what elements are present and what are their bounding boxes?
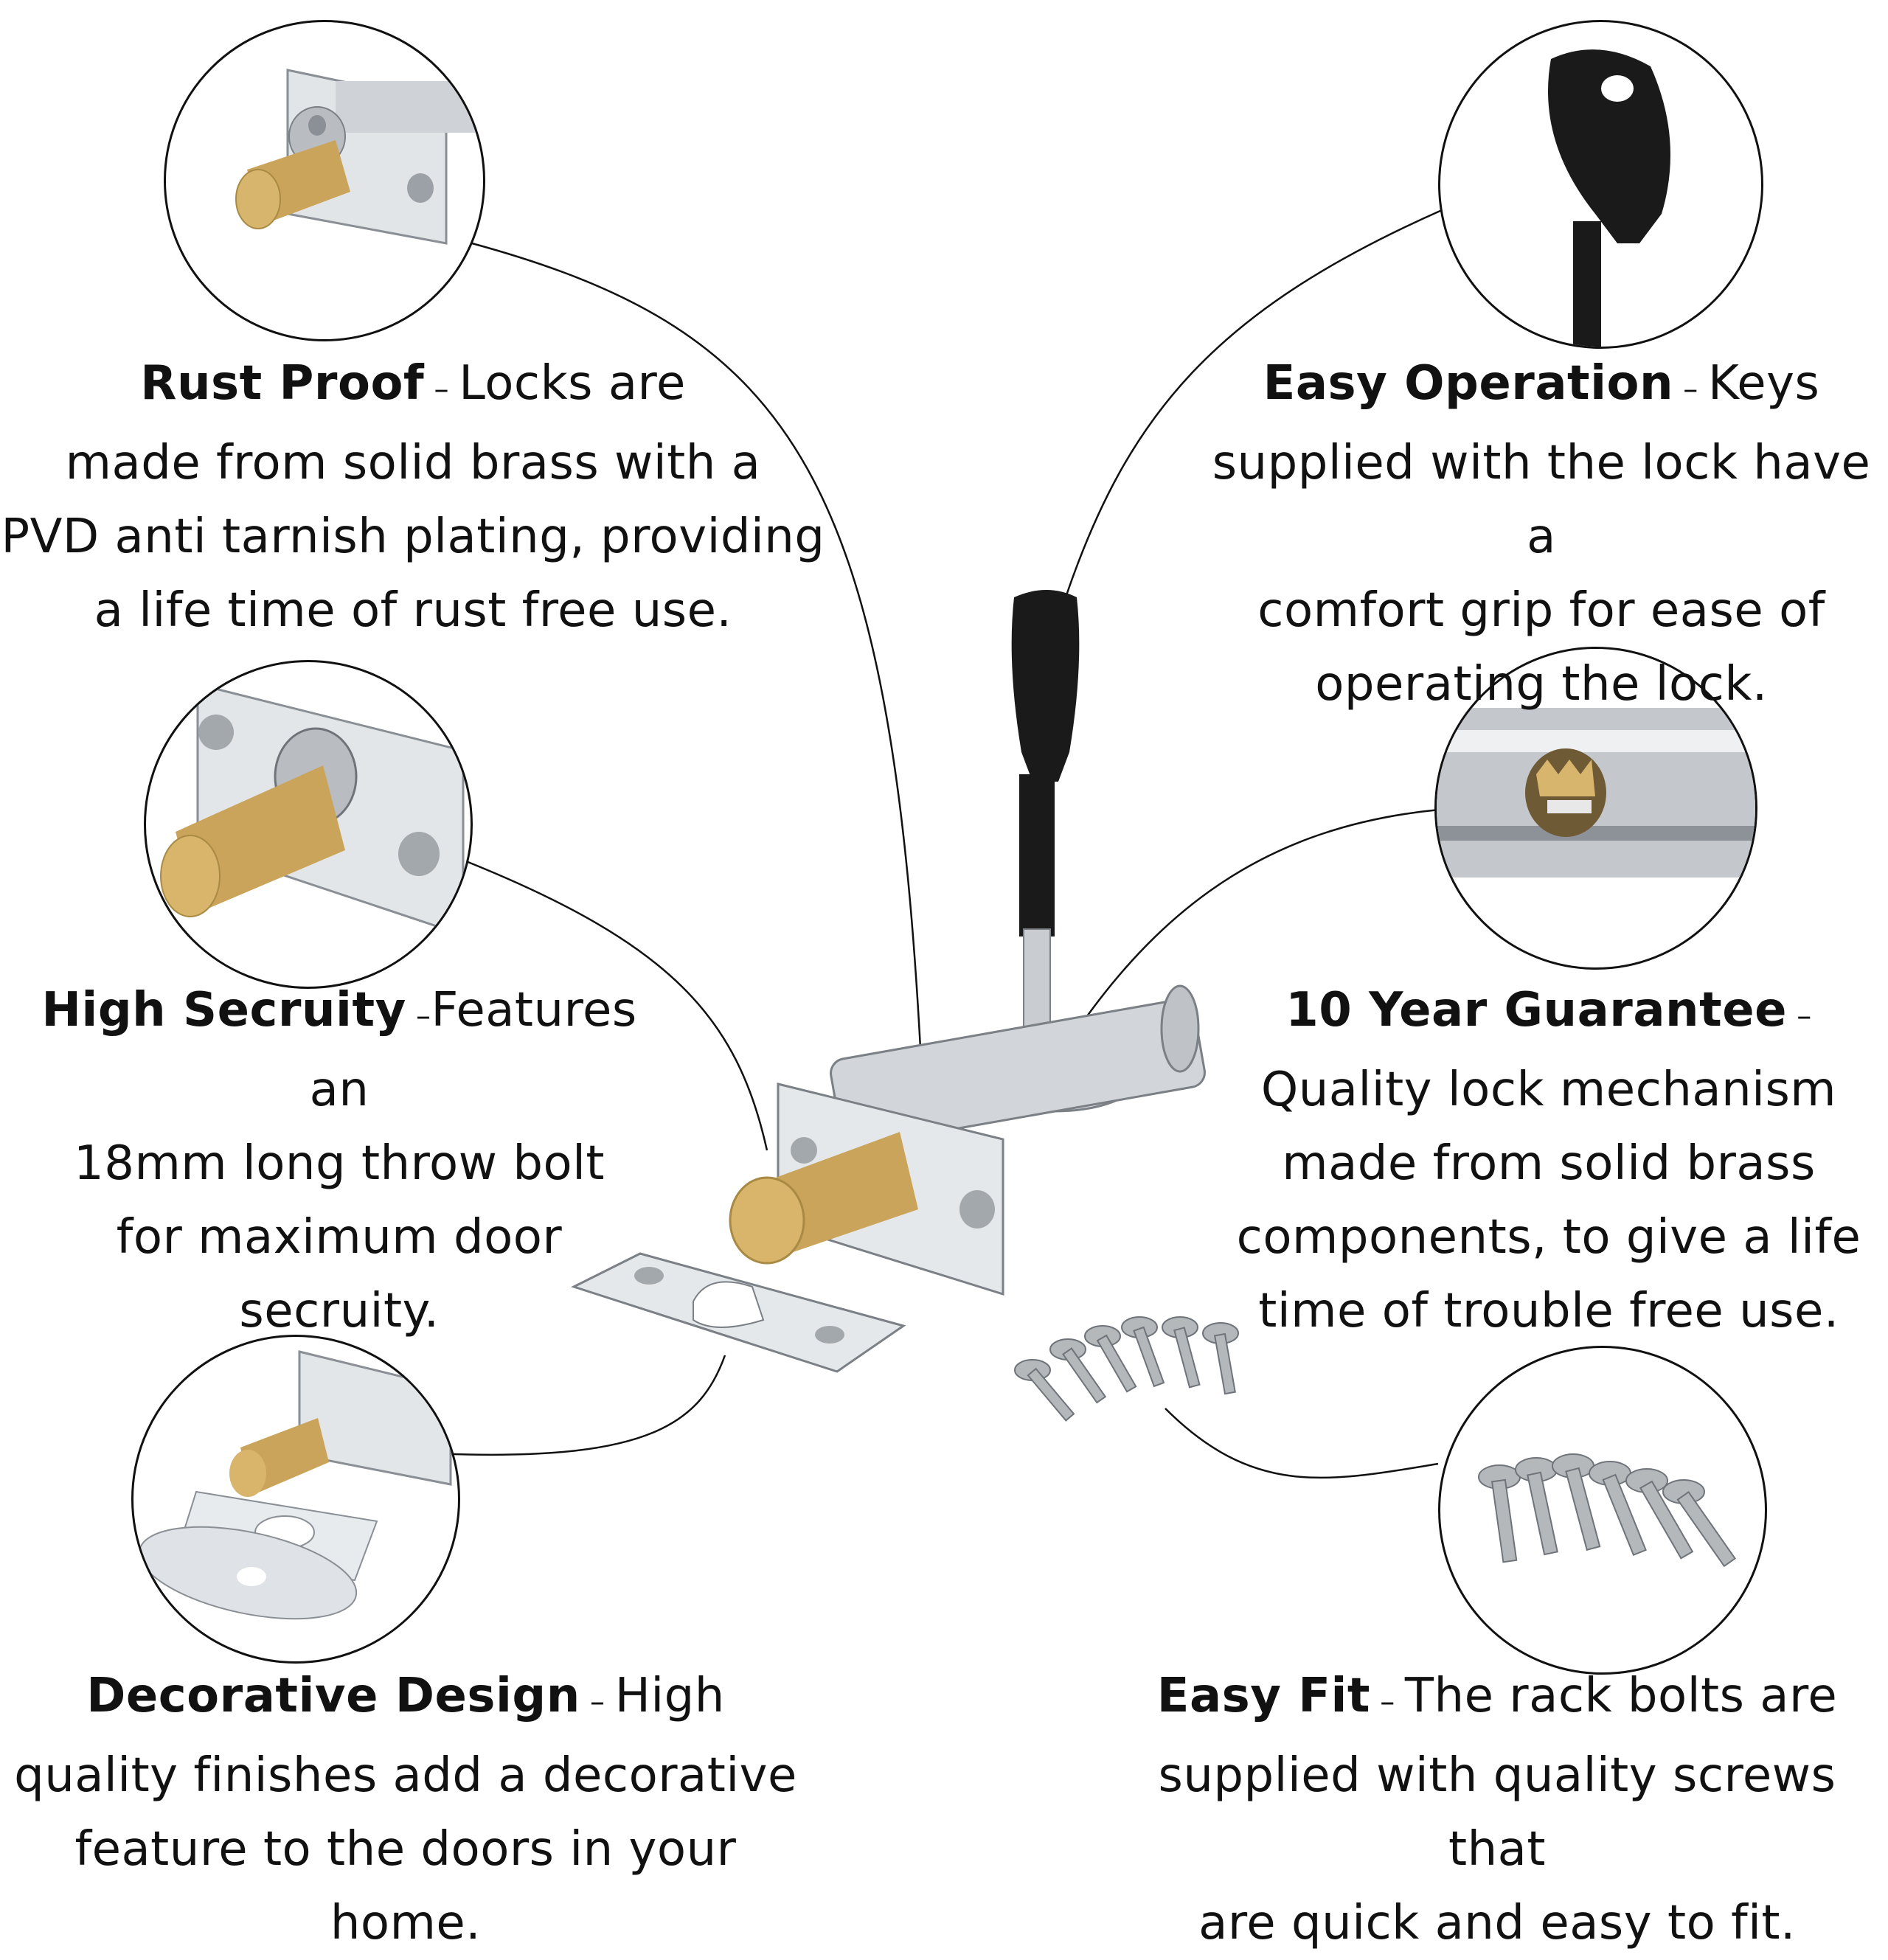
feature-easy-operation: Easy Operation – Keys supplied with the … — [1212, 356, 1871, 712]
feature-rust-proof: Rust Proof – Locks are made from solid b… — [1, 356, 825, 638]
feature-title: 10 Year Guarantee — [1285, 983, 1788, 1038]
rack-bolt-screws — [1014, 1316, 1239, 1422]
zoom-bolt-end — [164, 20, 485, 341]
connector-high-security — [465, 860, 768, 1151]
zoom-throw-bolt — [144, 660, 473, 989]
rack-bolt-key — [1011, 590, 1080, 1085]
rack-bolt-strike-plate — [571, 1252, 906, 1373]
feature-title: Easy Operation — [1263, 356, 1674, 411]
connector-rust-proof — [471, 242, 923, 1077]
feature-decorative-design: Decorative Design – High quality finishe… — [14, 1669, 797, 1950]
connector-easy-operation — [1064, 209, 1443, 598]
product-infographic: Rust Proof – Locks are made from solid b… — [1, 20, 1871, 1950]
feature-easy-fit: Easy Fit – The rack bolts are supplied w… — [1156, 1669, 1838, 1950]
connector-guarantee — [1064, 808, 1440, 1048]
feature-title: Decorative Design — [86, 1669, 580, 1723]
feature-title: Easy Fit — [1156, 1669, 1370, 1723]
feature-title: High Secruity — [41, 983, 406, 1038]
connector-decorative — [453, 1355, 726, 1456]
connector-easy-fit — [1165, 1408, 1439, 1479]
zoom-key-grip — [1438, 20, 1763, 349]
feature-high-security: High Secruity –Features an 18mm long thr… — [41, 983, 637, 1338]
product-rack-bolt — [571, 590, 1239, 1422]
connector-lines — [453, 209, 1443, 1479]
zoom-lock-mechanism — [1434, 647, 1757, 970]
rack-bolt-brass-bolt — [729, 1132, 918, 1265]
feature-title: Rust Proof — [140, 356, 425, 411]
zoom-decorative-parts — [131, 1335, 460, 1664]
zoom-screws — [1438, 1346, 1767, 1675]
rack-bolt-body — [777, 984, 1206, 1296]
feature-guarantee: 10 Year Guarantee – Quality lock mechani… — [1236, 983, 1861, 1338]
